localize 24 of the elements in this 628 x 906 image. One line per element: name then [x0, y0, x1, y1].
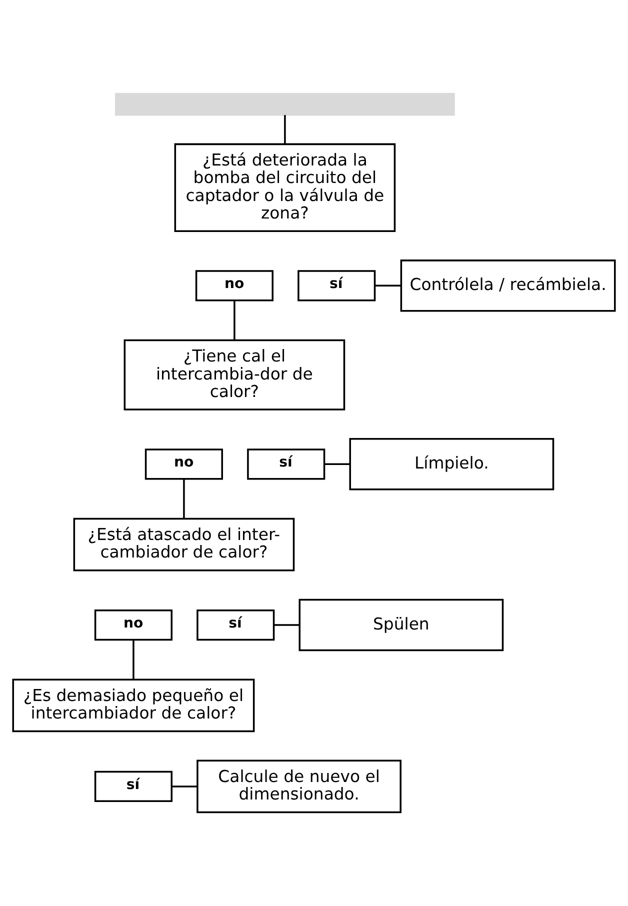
connector: [324, 463, 350, 466]
node-bar: [114, 92, 455, 116]
node-box: sí: [196, 609, 275, 641]
node-box: Spülen: [298, 598, 504, 652]
node-box: ¿Tiene cal el intercambia-dor de calor?: [124, 339, 346, 410]
node-box: sí: [94, 770, 172, 802]
node-box: no: [94, 609, 172, 641]
node-box: no: [144, 448, 223, 480]
connector: [274, 624, 300, 626]
node-box: sí: [298, 270, 376, 302]
connector: [374, 284, 401, 287]
node-box: ¿Está deteriorada la bomba del circuito del captador o la válvula de zona?: [174, 143, 396, 232]
connector: [183, 478, 185, 519]
connector: [234, 300, 236, 340]
connector: [132, 640, 134, 680]
node-box: ¿Es demasiado pequeño el intercambiador de calor?: [12, 678, 255, 732]
connector: [172, 786, 198, 788]
node-box: Calcule de nuevo el dimensionado.: [196, 760, 402, 814]
node-box: ¿Está atascado el inter-cambiador de calor?: [73, 518, 295, 572]
node-box: Límpielo.: [349, 438, 554, 490]
connector: [284, 115, 286, 144]
node-box: sí: [247, 448, 326, 480]
node-box: Contrólela / recámbiela.: [400, 260, 616, 312]
node-box: no: [195, 270, 274, 302]
